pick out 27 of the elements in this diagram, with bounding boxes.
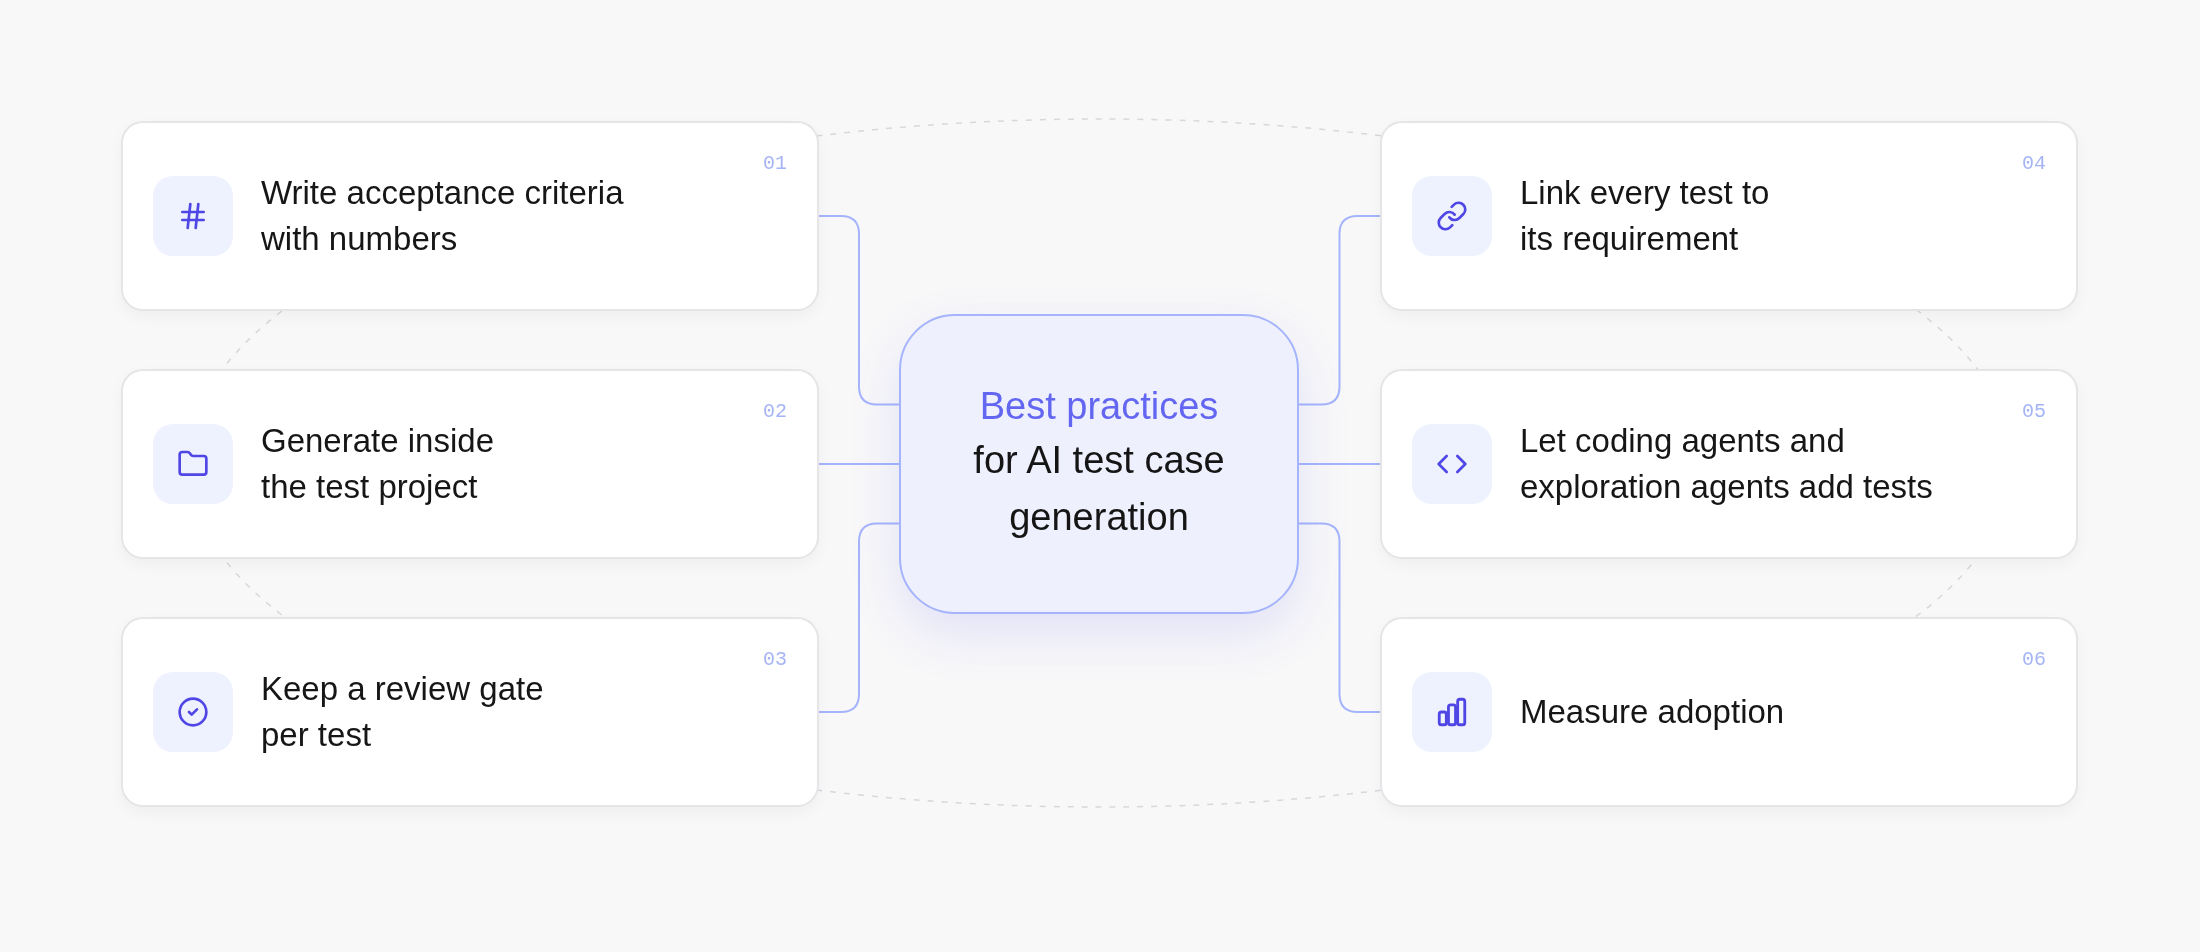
topic-heading: Best practices bbox=[979, 384, 1219, 430]
practice-title: Keep a review gate per test bbox=[261, 668, 545, 755]
practice-title: Link every test to its requirement bbox=[1520, 172, 1771, 259]
step-number: 06 bbox=[2022, 647, 2046, 673]
practice-card bbox=[121, 617, 819, 807]
practice-card bbox=[1380, 369, 2078, 559]
practice-card bbox=[121, 121, 819, 311]
step-number: 04 bbox=[2022, 151, 2046, 177]
topic-subheading: for AI test case generation bbox=[972, 437, 1226, 540]
step-number: 01 bbox=[763, 151, 787, 177]
step-number: 03 bbox=[763, 647, 787, 673]
step-number: 05 bbox=[2022, 399, 2046, 425]
connector-line bbox=[818, 522, 900, 713]
practice-title: Measure adoption bbox=[1520, 691, 1786, 732]
connector-line bbox=[818, 463, 900, 465]
practice-title: Write acceptance criteria with numbers bbox=[261, 172, 625, 259]
connector-line bbox=[1298, 522, 1381, 713]
practice-title: Let coding agents and exploration agents add tests bbox=[1520, 420, 1934, 507]
step-number: 02 bbox=[763, 399, 787, 425]
connector-line bbox=[818, 215, 900, 406]
practice-card bbox=[121, 369, 819, 559]
connector-line bbox=[1298, 215, 1381, 406]
connector-line bbox=[1298, 463, 1381, 465]
practice-card bbox=[1380, 121, 2078, 311]
practice-card bbox=[1380, 617, 2078, 807]
central-topic-box bbox=[899, 314, 1299, 614]
practice-title: Generate inside the test project bbox=[261, 420, 495, 507]
